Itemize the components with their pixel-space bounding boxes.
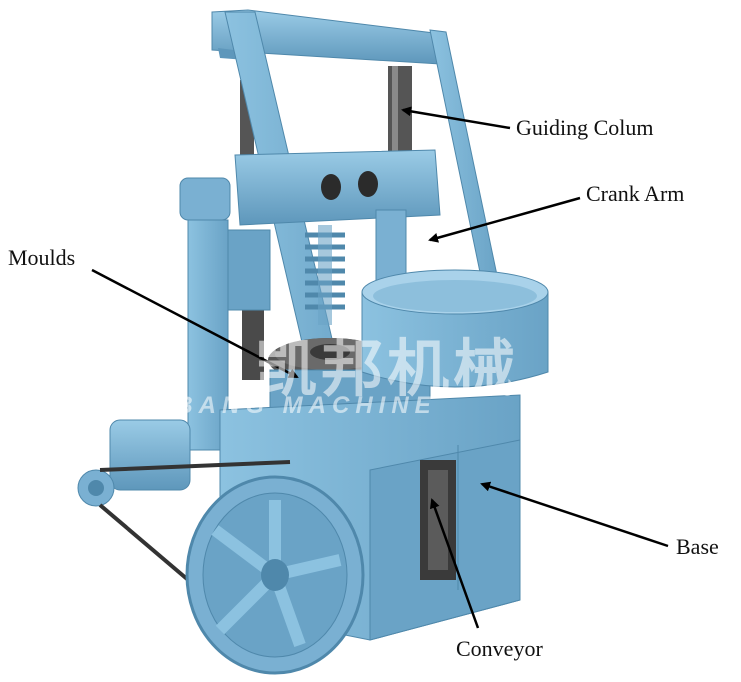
label-base: Base	[676, 534, 719, 559]
crank-arm-arrow	[428, 196, 581, 243]
base-arrow	[480, 481, 669, 548]
guiding-columns	[240, 66, 412, 380]
crosshead	[179, 149, 441, 226]
label-conveyor: Conveyor	[456, 636, 543, 661]
flywheel	[185, 475, 365, 675]
guiding-column-arrow	[401, 106, 511, 130]
conveyor-arrow	[430, 498, 480, 629]
label-crank-arm: Crank Arm	[586, 181, 685, 206]
right-frame-arm	[429, 29, 499, 283]
label-moulds: Moulds	[8, 245, 76, 270]
motor	[77, 419, 191, 507]
label-guiding-column: Guiding Colum	[516, 115, 654, 140]
moulds-arrow	[91, 268, 299, 379]
drive-belt	[98, 460, 291, 592]
hopper	[361, 269, 549, 388]
